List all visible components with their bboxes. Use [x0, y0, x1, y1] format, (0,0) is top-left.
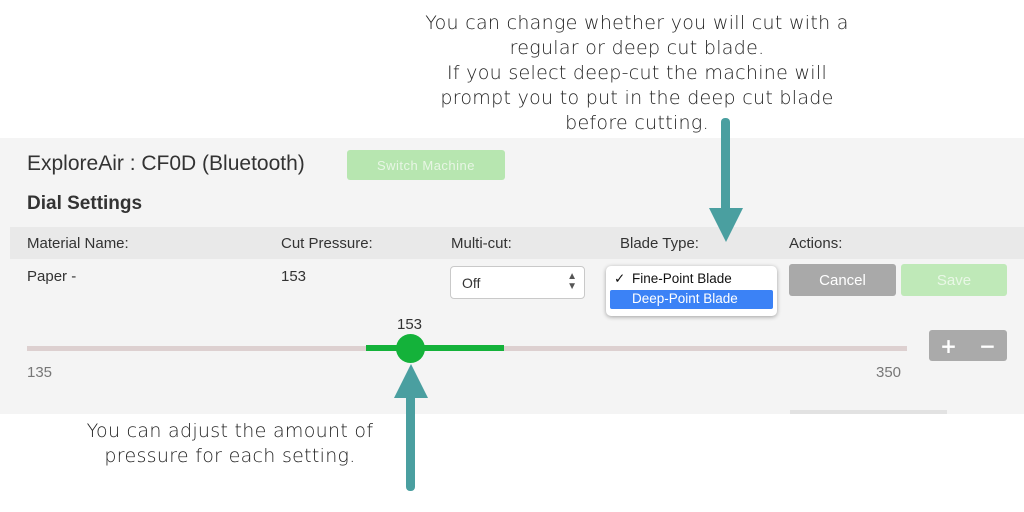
slider-value-label: 153: [397, 316, 423, 333]
annotation-line: before cutting.: [565, 112, 709, 134]
blade-option-label: Fine-Point Blade: [632, 271, 732, 286]
annotation-line: prompt you to put in the deep cut blade: [440, 87, 834, 109]
pressure-slider-range: [366, 345, 504, 351]
machine-title: ExploreAir : CF0D (Bluetooth): [27, 152, 305, 175]
slider-min-label: 135: [27, 364, 53, 381]
blade-type-annotation: You can change whether you will cut with…: [392, 11, 882, 136]
annotation-line: regular or deep cut blade.: [509, 37, 765, 59]
settings-panel: ExploreAir : CF0D (Bluetooth) Switch Mac…: [0, 138, 1024, 414]
cut-pressure-cell: 153: [281, 268, 307, 285]
down-arrow-icon: [709, 118, 743, 242]
cancel-button[interactable]: Cancel: [789, 264, 896, 296]
blade-type-dropdown[interactable]: ✓ Fine-Point Blade Deep-Point Blade: [606, 266, 777, 316]
header-material-name: Material Name:: [27, 235, 129, 252]
pressure-stepper: + −: [929, 330, 1007, 361]
header-cut-pressure: Cut Pressure:: [281, 235, 373, 252]
up-arrow-icon: [394, 364, 428, 491]
dial-settings-title: Dial Settings: [27, 193, 143, 214]
header-multi-cut: Multi-cut:: [451, 235, 512, 252]
header-actions: Actions:: [789, 235, 843, 252]
multi-cut-select[interactable]: Off ▲▼: [450, 266, 585, 299]
annotation-line: You can adjust the amount of: [86, 420, 374, 442]
pressure-annotation: You can adjust the amount of pressure fo…: [60, 419, 400, 469]
save-button[interactable]: Save: [901, 264, 1007, 296]
table-header-row: [10, 227, 1024, 259]
checkmark-icon: ✓: [614, 271, 626, 286]
decrease-pressure-button[interactable]: −: [968, 330, 1007, 361]
multi-cut-value: Off: [462, 275, 481, 291]
panel-divider: [790, 410, 947, 414]
blade-option-fine-point[interactable]: ✓ Fine-Point Blade: [610, 270, 773, 289]
pressure-slider-handle[interactable]: [396, 334, 425, 363]
blade-option-deep-point[interactable]: Deep-Point Blade: [610, 290, 773, 309]
annotation-line: If you select deep-cut the machine will: [446, 62, 828, 84]
select-arrows-icon: ▲▼: [567, 271, 577, 292]
blade-option-label: Deep-Point Blade: [632, 291, 738, 306]
slider-max-label: 350: [876, 364, 902, 381]
annotation-line: pressure for each setting.: [104, 445, 356, 467]
material-name-cell: Paper -: [27, 268, 77, 285]
annotation-line: You can change whether you will cut with…: [425, 12, 849, 34]
increase-pressure-button[interactable]: +: [929, 330, 968, 361]
header-blade-type: Blade Type:: [620, 235, 699, 252]
switch-machine-button[interactable]: Switch Machine: [347, 150, 505, 180]
